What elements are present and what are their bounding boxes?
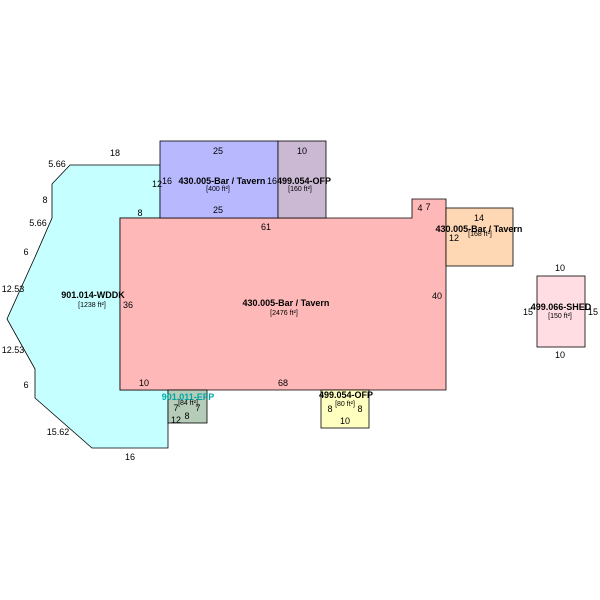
dim-shed-right: 15: [588, 307, 598, 317]
bar-upper-area[interactable]: [159, 140, 279, 219]
dim-wddk-inner-8: 8: [137, 208, 142, 218]
dim-bar-upper-left: 16: [162, 176, 172, 186]
ofp-lower-label: 499.054-OFP: [319, 390, 373, 400]
efp-label: 901.011-EFP: [162, 392, 215, 402]
dim-bar-main-right: 40: [432, 291, 442, 301]
dim-wddk-top: 18: [110, 148, 120, 158]
dim-wddk-inner-12: 12: [152, 179, 162, 189]
dim-wddk-left-6-lower: 6: [23, 380, 28, 390]
dim-ofp-lower-bottom: 10: [340, 416, 350, 426]
bar-right-size: [168 ft²]: [468, 231, 492, 238]
dim-bar-main-notch-7: 7: [425, 202, 430, 212]
ofp-upper-size: [160 ft²]: [288, 186, 312, 193]
dim-shed-top: 10: [555, 263, 565, 273]
bar-upper-label: 430.005-Bar / Tavern: [179, 176, 266, 186]
ofp-upper-label: 499.054-OFP: [277, 176, 331, 186]
wddk-size: [1238 ft²]: [78, 302, 106, 309]
dim-wddk-left-6-upper: 6: [23, 247, 28, 257]
dim-bar-right-left: 12: [449, 233, 459, 243]
dim-bar-main-bottom: 68: [278, 378, 288, 388]
dim-wddk-diag-12-upper: 12.53: [2, 284, 25, 294]
dim-wddk-diag-mid-upper: 5.66: [29, 218, 47, 228]
bar-main-label: 430.005-Bar / Tavern: [243, 298, 330, 308]
bar-main-size: [2476 ft²]: [270, 310, 298, 317]
dim-shed-bottom: 10: [555, 350, 565, 360]
dim-wddk-inner-36: 36: [123, 300, 133, 310]
shed-size: [150 ft²]: [548, 313, 572, 320]
efp-area[interactable]: [167, 389, 208, 424]
dim-efp-bottom-left: 12: [171, 415, 181, 425]
ofp-lower-size: [80 ft²]: [335, 401, 355, 408]
dim-bar-upper-top: 25: [213, 146, 223, 156]
wddk-label: 901.014-WDDK: [61, 290, 125, 300]
dim-efp-left: 7: [173, 403, 178, 413]
dim-efp-bottom: 8: [184, 411, 189, 421]
efp-size: [84 ft²]: [178, 400, 198, 407]
bar-right-area[interactable]: [445, 207, 514, 267]
dim-bar-main-notch-4: 4: [417, 203, 422, 213]
bar-main-area[interactable]: [119, 198, 447, 391]
dim-ofp-lower-left: 8: [327, 404, 332, 414]
bar-right-label: 430.005-Bar / Tavern: [436, 224, 523, 234]
dim-wddk-diag-top: 5.66: [48, 159, 66, 169]
dim-shed-left: 15: [523, 307, 533, 317]
shed-area[interactable]: [536, 275, 586, 348]
bar-upper-size: [400 ft²]: [206, 186, 230, 193]
dim-bar-upper-right: 16: [267, 176, 277, 186]
dim-ofp-lower-right: 8: [357, 404, 362, 414]
dim-efp-right: 7: [195, 403, 200, 413]
dim-wddk-diag-bottom: 15.62: [47, 427, 70, 437]
ofp-lower-area[interactable]: [320, 389, 370, 429]
dim-bar-upper-bottom: 25: [213, 205, 223, 215]
ofp-upper-area[interactable]: [277, 140, 327, 219]
dim-wddk-left-upper: 8: [42, 195, 47, 205]
dim-bar-right-top: 14: [474, 213, 484, 223]
shed-label: 499.066-SHED: [531, 302, 592, 312]
dim-wddk-bottom: 16: [125, 452, 135, 462]
dim-bar-main-top: 61: [261, 222, 271, 232]
dim-wddk-diag-12-lower: 12.53: [2, 345, 25, 355]
dim-ofp-upper-top: 10: [297, 146, 307, 156]
dim-bar-main-bottom-left: 10: [139, 378, 149, 388]
